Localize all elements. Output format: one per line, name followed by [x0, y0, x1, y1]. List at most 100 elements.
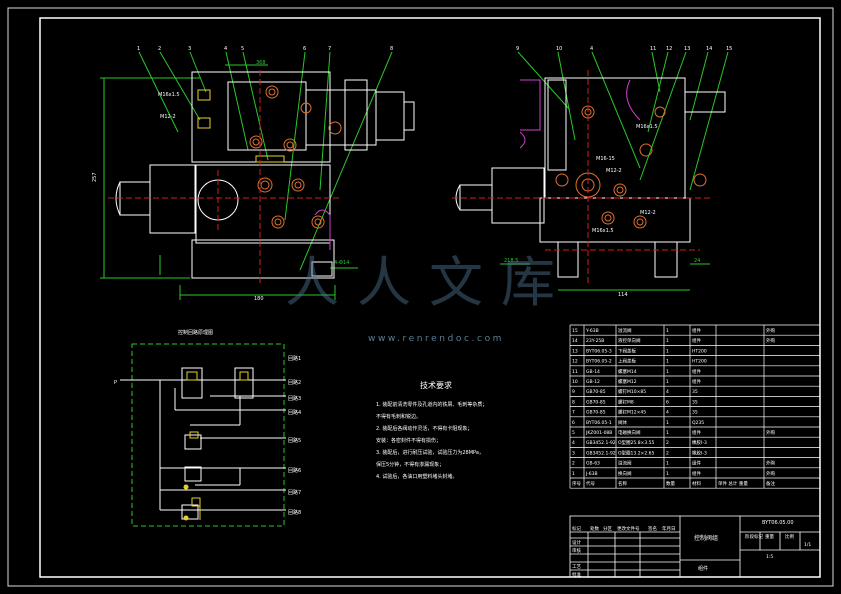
thread-label: M12-2: [606, 168, 622, 174]
bom-cell: 上阀盖板: [618, 358, 636, 365]
watermark-brand: 人人文库: [285, 251, 573, 314]
bom-cell: 阀体: [618, 419, 627, 426]
bom-cell: 溢流阀: [618, 460, 632, 467]
circuit-port-p: P: [114, 380, 117, 386]
watermark-site: www.renrendoc.com: [368, 334, 505, 344]
callout-8: 8: [390, 46, 393, 52]
bom-cell: 1: [666, 379, 669, 385]
bom-cell: GB3452.1-92: [586, 440, 616, 446]
callout-15: 15: [726, 46, 732, 52]
dim-right-b: 24: [694, 258, 700, 264]
bom-cell: 1: [666, 369, 669, 375]
bom-cell: 橡胶I-3: [692, 439, 707, 446]
bom-cell: 螺钉M10×85: [618, 388, 646, 395]
bom-cell: GB-63: [586, 461, 600, 467]
bom-cell: GB3452.1-92: [586, 450, 616, 456]
callout-11: 11: [650, 46, 656, 52]
title-block: [569, 515, 821, 578]
bom-cell: 7: [572, 410, 575, 416]
bom-cell: 螺塞M14: [618, 368, 637, 375]
bom-cell: HT200: [692, 359, 707, 365]
callout-14: 14: [706, 46, 712, 52]
tech-line: 安装：各密封件不得有损伤；: [376, 437, 441, 444]
tb-mark: 更改文件号: [617, 525, 640, 532]
bom-cell: 组件: [692, 470, 701, 477]
tb-mark: 年月日: [662, 525, 676, 532]
bom-cell: 4: [666, 389, 669, 395]
circuit-label: 回路3: [288, 395, 301, 402]
circuit-diagram: [120, 343, 286, 527]
bom-cell: 下阀盖板: [618, 347, 636, 354]
tb-mark: 处数: [590, 525, 599, 532]
thread-label: M12-2: [640, 210, 656, 216]
tb-row: 设计: [572, 539, 581, 546]
callout-5: 5: [241, 46, 244, 52]
bom-cell: 14: [572, 338, 578, 344]
bom-cell: GB-14: [586, 369, 600, 375]
bom-header-cell: 材料: [692, 480, 701, 487]
right-view: [452, 51, 729, 291]
bom-cell: 组件: [692, 337, 701, 344]
tech-title: 技术要求: [420, 380, 452, 390]
bom-cell: 1: [666, 420, 669, 426]
tb-label: 重量: [765, 533, 774, 540]
bom-cell: 2: [666, 450, 669, 456]
bom-cell: 外购: [766, 470, 775, 477]
bom-cell: 1: [666, 328, 669, 334]
callout-4r: 4: [590, 46, 593, 52]
circuit-label: 回路8: [288, 509, 301, 516]
bom-cell: 外购: [766, 429, 775, 436]
thread-label: M16x1.5: [592, 228, 614, 234]
bom-cell: JKZ001-08B: [585, 430, 612, 436]
bom-cell: Y-63B: [585, 328, 599, 334]
bom-cell: 2: [572, 461, 575, 467]
circuit-label: 回路4: [288, 409, 301, 416]
bom-cell: 液控单向阀: [618, 337, 641, 344]
bom-cell: Q235: [692, 420, 704, 426]
callout-4: 4: [224, 46, 227, 52]
bom-cell: 6: [666, 399, 669, 405]
tech-line: 保压5分钟，不得有渗漏现象；: [376, 461, 444, 468]
callout-1: 1: [137, 46, 140, 52]
thread-label: M16x1.5: [636, 124, 658, 130]
left-view: [100, 51, 415, 300]
drawing-sheet: 1/1: [804, 542, 811, 548]
callout-12: 12: [666, 46, 672, 52]
callout-2: 2: [158, 46, 161, 52]
bom-cell: 组件: [692, 378, 701, 385]
drawing-frame: [39, 17, 821, 578]
bom-cell: 外购: [766, 337, 775, 344]
bom-cell: 组件: [692, 368, 701, 375]
bom-cell: 溢流阀: [618, 327, 632, 334]
dim-inner: 4-Φ14: [334, 260, 349, 266]
bom-cell: 组件: [692, 460, 701, 467]
tech-line: 不得有毛刺和锐边。: [376, 413, 421, 420]
bom-cell: 换向阀: [618, 470, 632, 477]
bom-cell: 1: [572, 471, 575, 477]
bom-header-cell: 单件 总计 重量: [718, 480, 748, 487]
dim-right-a: 218.5: [504, 258, 518, 264]
tb-row: 工艺: [572, 564, 581, 570]
bom-cell: GB70-85: [586, 399, 606, 405]
bom-cell: 13: [572, 348, 578, 354]
tech-line: 3. 装配后，进行耐压试验，试验压力为28MPa，: [376, 449, 484, 456]
bom-cell: 6: [572, 420, 575, 426]
tb-row: 批准: [572, 571, 581, 578]
tb-label: 阶段标记: [745, 533, 763, 540]
bom-cell: 螺塞M12: [618, 378, 637, 385]
tech-line: 1. 装配前清洗零件及孔道内的铁屑、毛刺等杂质；: [376, 401, 487, 408]
bom-cell: 1: [666, 338, 669, 344]
thread-label: M16-15: [596, 156, 615, 162]
callout-13: 13: [684, 46, 690, 52]
tb-mark: 签名: [648, 525, 657, 532]
bom-cell: 35: [692, 410, 698, 416]
tech-line: 2. 装配后各阀动作灵活，不得有卡阻现象；: [376, 425, 472, 432]
bom-cell: 4: [666, 410, 669, 416]
bom-cell: 外购: [766, 327, 775, 334]
bom-header-cell: 备注: [766, 480, 775, 487]
circuit-label: 回路5: [288, 437, 301, 444]
bom-cell: 9: [572, 389, 575, 395]
bom-header-cell: 代号: [586, 480, 595, 487]
bom-cell: O型圈25.8×3.55: [618, 439, 654, 446]
